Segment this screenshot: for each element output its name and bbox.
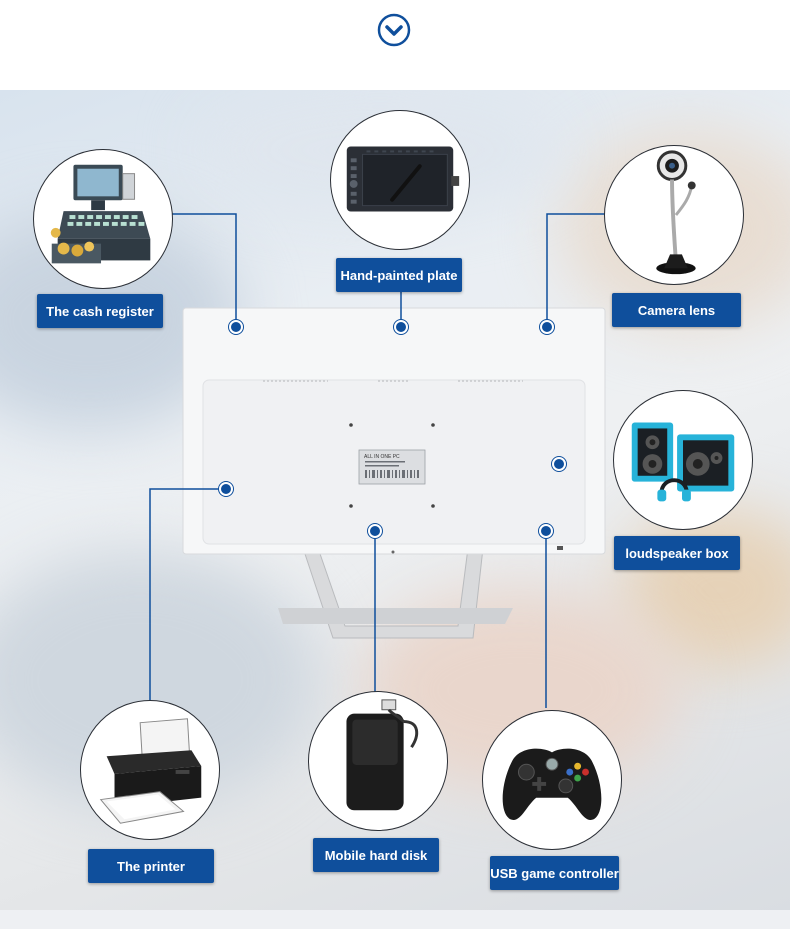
speakers-image xyxy=(613,390,753,530)
label-cash-register: The cash register xyxy=(37,294,163,328)
chevron-down-circle-icon[interactable] xyxy=(377,13,411,47)
drawing-tablet-image xyxy=(330,110,470,250)
hotspot-printer[interactable] xyxy=(219,482,233,496)
label-camera-lens: Camera lens xyxy=(612,293,741,327)
hotspot-usb-game-controller[interactable] xyxy=(539,524,553,538)
monitor-back: ALL IN ONE PC xyxy=(182,307,606,639)
hotspot-hand-painted-plate[interactable] xyxy=(394,320,408,334)
printer-image xyxy=(80,700,220,840)
label-usb-game-controller: USB game controller xyxy=(490,856,619,890)
label-loudspeaker-box: loudspeaker box xyxy=(614,536,740,570)
hard-disk-image xyxy=(308,691,448,831)
hotspot-loudspeaker-box[interactable] xyxy=(552,457,566,471)
sticker-text: ALL IN ONE PC xyxy=(364,454,400,460)
cash-register-image xyxy=(33,149,173,289)
hotspot-mobile-hard-disk[interactable] xyxy=(368,524,382,538)
label-hand-painted-plate: Hand-painted plate xyxy=(336,258,462,292)
label-printer: The printer xyxy=(88,849,214,883)
hotspot-cash-register[interactable] xyxy=(229,320,243,334)
game-controller-image xyxy=(482,710,622,850)
webcam-image xyxy=(604,145,744,285)
label-mobile-hard-disk: Mobile hard disk xyxy=(313,838,439,872)
hotspot-camera-lens[interactable] xyxy=(540,320,554,334)
bottom-strip xyxy=(0,910,790,929)
